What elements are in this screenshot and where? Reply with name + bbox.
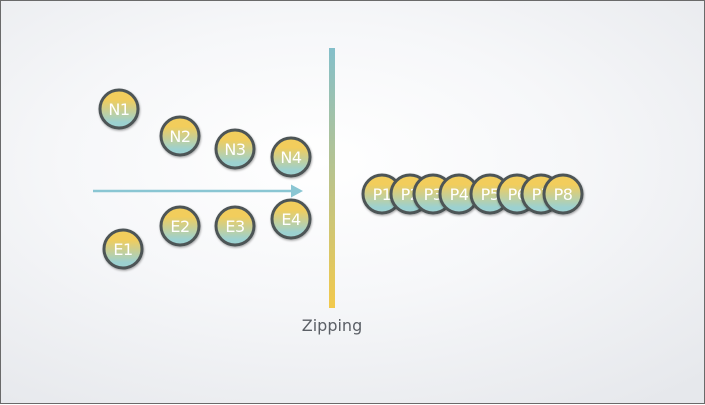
node-label: P5 [481, 185, 500, 204]
node-label: N2 [169, 127, 190, 146]
node-label: N1 [108, 100, 129, 119]
node-p8: P8 [542, 173, 584, 215]
node-label: P4 [450, 185, 469, 204]
node-label: P1 [373, 185, 392, 204]
node-n4: N4 [270, 136, 312, 178]
node-circle [270, 198, 312, 240]
node-e2: E2 [159, 205, 201, 247]
node-circle [270, 136, 312, 178]
flow-arrow-head [291, 184, 303, 198]
node-circle [214, 128, 256, 170]
flow-arrow [93, 184, 303, 198]
node-e3: E3 [214, 205, 256, 247]
node-label: P8 [554, 185, 573, 204]
node-label: E1 [113, 240, 132, 259]
e-node-group: E1 E2 E3 E4 [102, 198, 312, 270]
node-n3: N3 [214, 128, 256, 170]
node-label: E4 [281, 210, 301, 229]
node-e1: E1 [102, 228, 144, 270]
node-p1: P1 [361, 173, 403, 215]
node-label: N3 [224, 140, 245, 159]
node-n1: N1 [98, 88, 140, 130]
node-label: E2 [170, 217, 189, 236]
node-n2: N2 [159, 115, 201, 157]
node-circle [159, 115, 201, 157]
zipping-caption: Zipping [302, 316, 362, 335]
zipper-bar [329, 48, 335, 308]
node-circle [98, 88, 140, 130]
node-circle [542, 173, 584, 215]
node-circle [159, 205, 201, 247]
node-label: P3 [424, 185, 443, 204]
node-circle [214, 205, 256, 247]
node-circle [102, 228, 144, 270]
node-label: N4 [280, 148, 301, 167]
node-e4: E4 [270, 198, 312, 240]
node-label: E3 [225, 217, 244, 236]
